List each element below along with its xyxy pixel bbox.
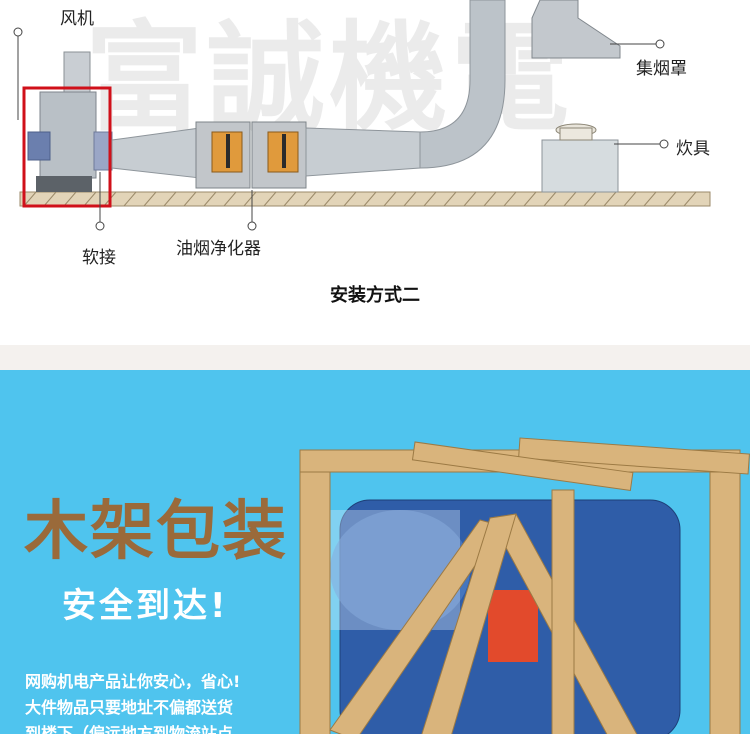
diagram-caption: 安装方式二 bbox=[330, 285, 420, 306]
ground-hatch bbox=[19, 191, 711, 207]
stove bbox=[541, 123, 619, 193]
label-soft-joint: 软接 bbox=[82, 248, 116, 268]
duct-main bbox=[305, 0, 506, 177]
highlight-box bbox=[22, 86, 112, 208]
packing-subtitle: 安全到达! bbox=[62, 586, 229, 626]
duct-left bbox=[111, 127, 201, 179]
diagram-illustration bbox=[13, 0, 711, 231]
label-purifier: 油烟净化器 bbox=[176, 239, 261, 259]
crate-frame bbox=[299, 437, 750, 734]
label-stove: 炊具 bbox=[676, 139, 710, 159]
packing-section: 木架包装 安全到达! 网购机电产品让你安心，省心! 大件物品只要地址不偏都送货 … bbox=[0, 370, 750, 734]
wooden-crate-photo bbox=[299, 437, 750, 734]
fan-unit bbox=[27, 51, 97, 192]
packing-line-2: 大件物品只要地址不偏都送货 bbox=[25, 698, 234, 717]
packing-line-1: 网购机电产品让你安心，省心! bbox=[25, 672, 241, 691]
label-hood: 集烟罩 bbox=[636, 59, 687, 79]
section-divider bbox=[0, 345, 750, 370]
hood bbox=[531, 0, 621, 59]
packing-title: 木架包装 bbox=[24, 495, 288, 569]
ground-hatch-lines bbox=[23, 191, 697, 207]
purifier-unit bbox=[195, 121, 307, 189]
label-fan: 风机 bbox=[60, 9, 94, 29]
packing-line-3: 到楼下（偏远地方到物流站点 bbox=[25, 724, 234, 734]
warning-label bbox=[488, 590, 538, 662]
callout-lines bbox=[13, 27, 669, 231]
installation-diagram: 富誠機電 bbox=[0, 0, 750, 345]
